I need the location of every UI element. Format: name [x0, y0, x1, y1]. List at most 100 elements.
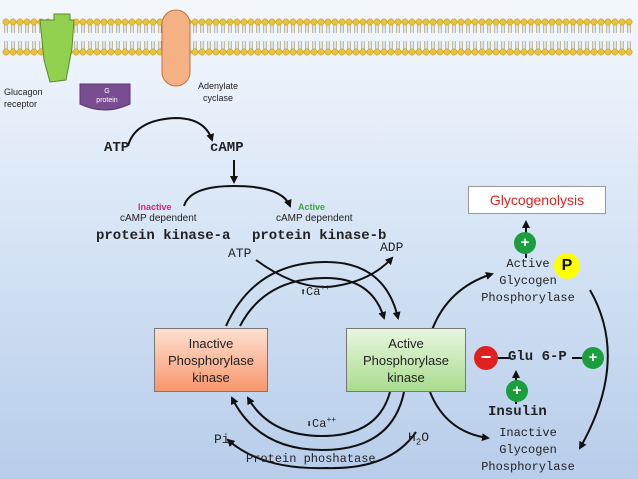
lipid-head — [562, 48, 570, 56]
lipid-head — [359, 48, 367, 56]
down-arrow-icon: ⬇ — [306, 420, 313, 431]
lipid-head — [296, 18, 304, 26]
lipid-head — [198, 48, 206, 56]
lipid-head — [534, 18, 542, 26]
glucagon-receptor-shape — [39, 13, 75, 83]
pi-label: Pi — [214, 432, 230, 447]
lipid-head — [128, 48, 136, 56]
lipid-head — [93, 18, 101, 26]
lipid-head — [401, 48, 409, 56]
pka-active-name: protein kinase-b — [252, 228, 387, 244]
lipid-head — [240, 48, 248, 56]
lipid-head — [492, 18, 500, 26]
lipid-head — [485, 48, 493, 56]
lipid-head — [576, 18, 584, 26]
lipid-head — [212, 48, 220, 56]
lipid-head — [324, 48, 332, 56]
lipid-head — [583, 48, 591, 56]
pka-active-sub: cAMP dependent — [276, 213, 353, 224]
lipid-head — [597, 48, 605, 56]
g-protein-shape — [79, 83, 131, 111]
adenylate-cyclase-shape — [161, 9, 191, 87]
lipid-head — [562, 18, 570, 26]
activation-arc-inner — [239, 276, 387, 327]
lipid-head — [429, 48, 437, 56]
lipid-head — [128, 18, 136, 26]
lipid-head — [331, 48, 339, 56]
lipid-head — [282, 48, 290, 56]
lipid-head — [303, 18, 311, 26]
plus-icon-glu6p: + — [582, 347, 604, 369]
lipid-head — [408, 18, 416, 26]
lipid-head — [366, 48, 374, 56]
atp-adp-arrow — [255, 256, 394, 288]
lipid-head — [590, 48, 598, 56]
lipid-head — [345, 48, 353, 56]
lipid-head — [429, 18, 437, 26]
pi-h2o-arrow — [226, 431, 417, 470]
lipid-head — [86, 18, 94, 26]
lipid-head — [233, 48, 241, 56]
lipid-head — [534, 48, 542, 56]
lipid-head — [443, 18, 451, 26]
ca-down-label: ⬇Ca++ — [306, 416, 337, 431]
camp-label: cAMP — [210, 140, 244, 156]
minus-icon-glu6p: − — [474, 346, 498, 370]
pka-inactive-name: protein kinase-a — [96, 228, 231, 244]
lipid-head — [450, 18, 458, 26]
lipid-head — [415, 18, 423, 26]
lipid-head — [618, 48, 626, 56]
lipid-head — [492, 48, 500, 56]
lipid-head — [541, 18, 549, 26]
lipid-head — [548, 48, 556, 56]
pka-active-status: Active — [298, 202, 326, 212]
lipid-head — [478, 18, 486, 26]
lipid-head — [597, 18, 605, 26]
lipid-head — [86, 48, 94, 56]
plus-icon-insulin: + — [506, 380, 528, 402]
lipid-head — [359, 18, 367, 26]
lipid-head — [310, 48, 318, 56]
lipid-head — [142, 48, 150, 56]
lipid-head — [604, 18, 612, 26]
lipid-head — [191, 48, 199, 56]
lipid-head — [107, 18, 115, 26]
gp-inactivation-arrow — [579, 289, 609, 450]
lipid-head — [114, 48, 122, 56]
kinase-lower-arrow — [429, 391, 490, 442]
lipid-head — [317, 18, 325, 26]
lipid-head — [352, 18, 360, 26]
lipid-head — [268, 48, 276, 56]
lipid-head — [422, 48, 430, 56]
lipid-head — [478, 48, 486, 56]
inactive-phosphorylase-kinase-box: Inactive Phosphorylase kinase — [154, 328, 268, 392]
lipid-head — [9, 48, 17, 56]
lipid-head — [373, 18, 381, 26]
h2o-label: H2O — [408, 430, 430, 448]
lipid-head — [604, 48, 612, 56]
lipid-head — [394, 48, 402, 56]
lipid-head — [282, 18, 290, 26]
lipid-head — [401, 18, 409, 26]
lipid-head — [219, 18, 227, 26]
cycle-atp-label: ATP — [228, 246, 252, 261]
lipid-head — [121, 48, 129, 56]
lipid-head — [338, 48, 346, 56]
plus-icon-glycogenolysis: + — [514, 232, 536, 254]
lipid-head — [310, 18, 318, 26]
lipid-head — [415, 48, 423, 56]
atp-label: ATP — [104, 140, 130, 156]
g-protein-label: G protein — [96, 88, 118, 104]
kinase-to-active-gp-arrow — [431, 272, 494, 331]
lipid-head — [583, 18, 591, 26]
lipid-head — [2, 18, 10, 26]
lipid-head — [422, 18, 430, 26]
lipid-head — [380, 18, 388, 26]
lipid-head — [548, 18, 556, 26]
lipid-head — [576, 48, 584, 56]
pka-inactive-status: Inactive — [138, 202, 172, 212]
lipid-head — [247, 18, 255, 26]
lipid-head — [149, 18, 157, 26]
lipid-head — [345, 18, 353, 26]
lipid-head — [506, 18, 514, 26]
